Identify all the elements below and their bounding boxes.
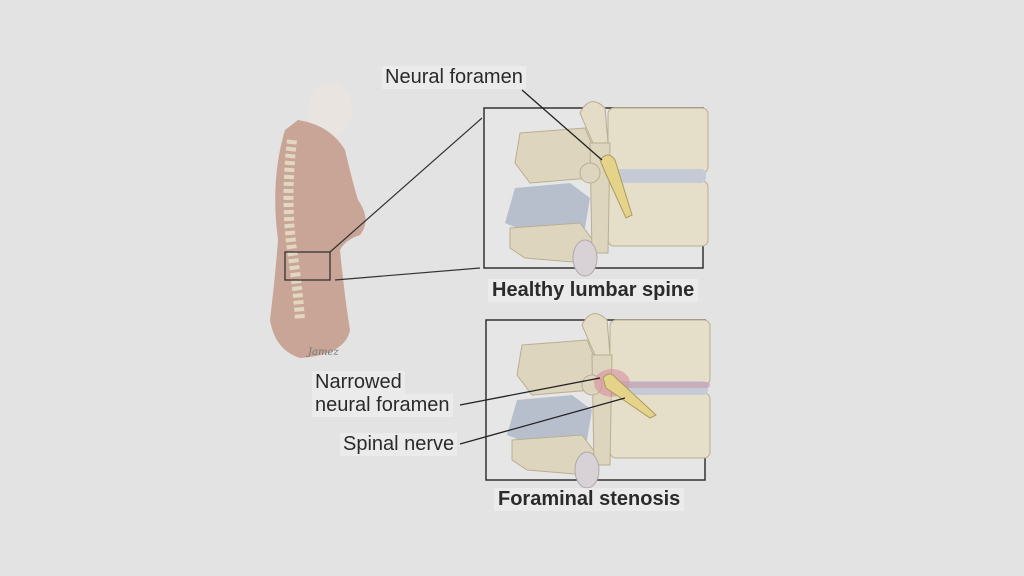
leader-neural-foramen (521, 89, 603, 161)
zoom-region-box (284, 251, 331, 281)
label-narrowed-line1: Narrowed (312, 371, 405, 394)
stenosis-spine-panel (485, 313, 711, 489)
caption-stenosis: Foraminal stenosis (494, 488, 685, 511)
healthy-spine-panel (483, 101, 709, 277)
leader-narrowed-foramen (459, 377, 601, 406)
leader-spinal-nerve (459, 397, 626, 445)
zoom-line-top (329, 117, 483, 253)
zoom-line-bottom (334, 267, 481, 281)
label-narrowed-line2: neural foramen (312, 394, 453, 417)
body-silhouette: Jamez (270, 82, 366, 358)
spinal-nerve-stenosis (602, 373, 657, 419)
label-spinal-nerve: Spinal nerve (340, 433, 458, 456)
spinal-nerve-healthy (599, 154, 633, 219)
label-neural-foramen: Neural foramen (382, 66, 526, 89)
artist-signature: Jamez (306, 347, 339, 358)
caption-healthy: Healthy lumbar spine (488, 279, 699, 302)
